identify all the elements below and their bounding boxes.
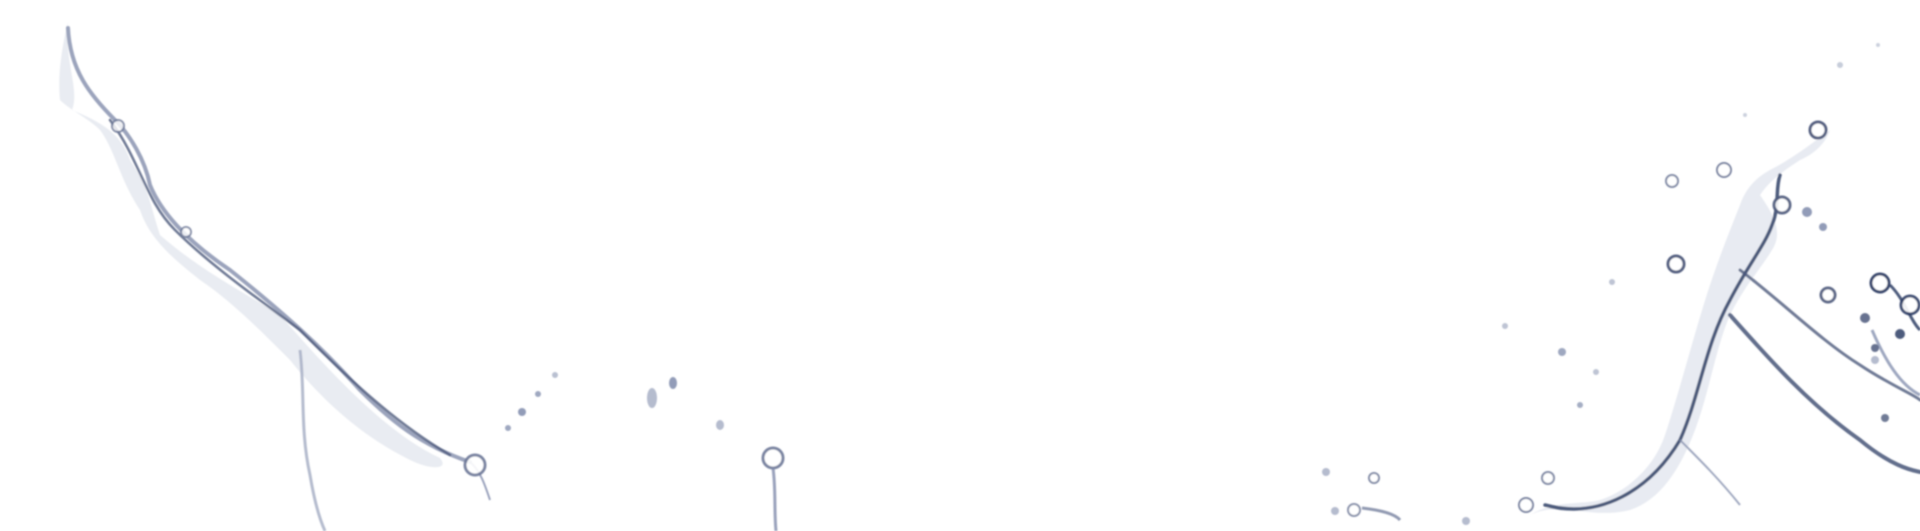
water-splash-left-icon — [59, 22, 558, 531]
water-droplets-center-icon — [647, 377, 785, 531]
water-splash-right-icon — [1322, 43, 1920, 525]
